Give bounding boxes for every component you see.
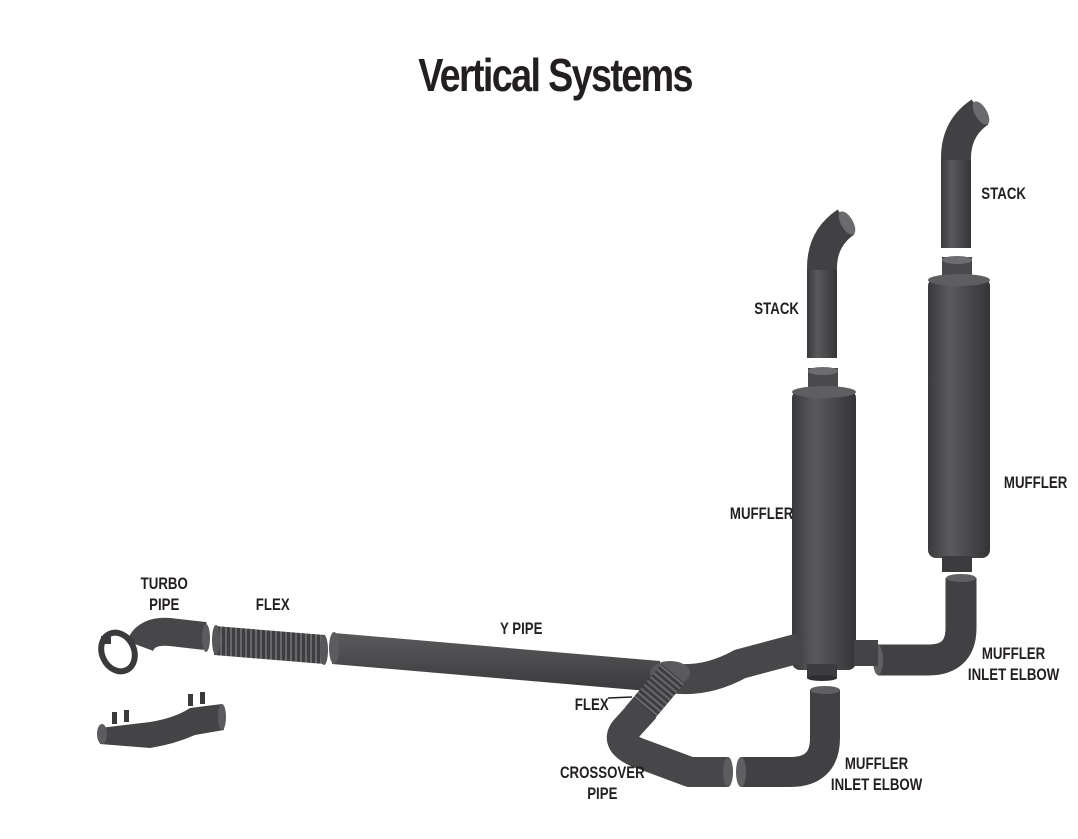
label-flex-lower: FLEX bbox=[574, 695, 609, 714]
y-pipe bbox=[329, 632, 804, 695]
label-flex-top: FLEX bbox=[255, 595, 290, 614]
label-muffler-inlet-elbow-bottom: MUFFLER INLET ELBOW bbox=[830, 754, 923, 794]
muffler-right bbox=[928, 256, 990, 572]
label-muffler-left: MUFFLER bbox=[729, 504, 794, 523]
muffler-inlet-elbow-bottom bbox=[736, 686, 840, 787]
label-stack-right: STACK bbox=[981, 184, 1026, 203]
label-muffler-right: MUFFLER bbox=[1003, 473, 1068, 492]
y-pipe-outlet bbox=[854, 640, 878, 666]
muffler-left bbox=[792, 367, 856, 681]
label-y-pipe: Y PIPE bbox=[499, 619, 543, 638]
turbo-adapter bbox=[97, 692, 226, 748]
label-crossover-pipe: CROSSOVER PIPE bbox=[559, 763, 645, 803]
flex-top bbox=[212, 625, 328, 665]
turbo-pipe bbox=[98, 617, 210, 675]
label-muffler-inlet-elbow-right: MUFFLER INLET ELBOW bbox=[967, 644, 1060, 684]
crossover-pipe bbox=[606, 697, 733, 787]
stack-left bbox=[807, 209, 856, 358]
page-title: Vertical Systems bbox=[418, 49, 693, 101]
stack-right bbox=[941, 99, 990, 248]
label-turbo-pipe: TURBO PIPE bbox=[140, 574, 188, 614]
flex-leader-line bbox=[607, 696, 633, 699]
muffler-inlet-elbow-right bbox=[873, 574, 977, 676]
label-stack-left: STACK bbox=[754, 299, 799, 318]
